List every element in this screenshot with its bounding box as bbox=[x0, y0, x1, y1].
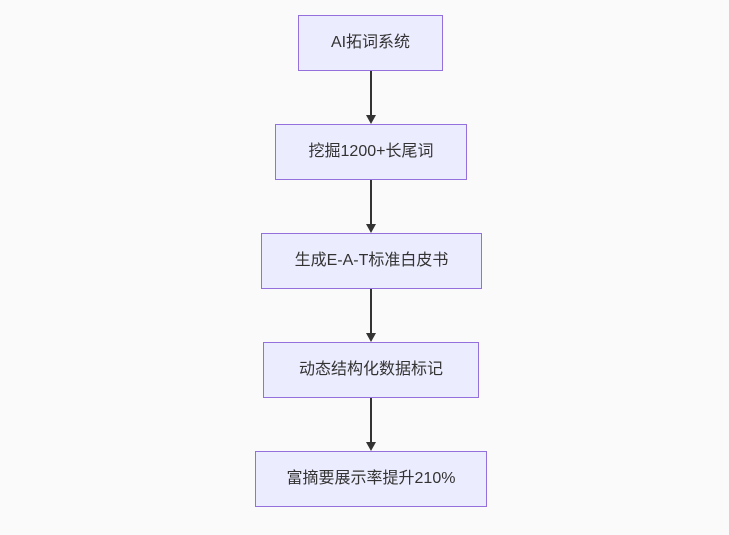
flow-node-label: 富摘要展示率提升210% bbox=[286, 470, 456, 487]
arrow-line bbox=[370, 398, 372, 444]
arrow-line bbox=[370, 289, 372, 335]
arrow-line bbox=[370, 71, 372, 117]
flow-node-longtail-mining: 挖掘1200+长尾词 bbox=[275, 124, 467, 180]
flow-node-label: 生成E-A-T标准白皮书 bbox=[294, 252, 449, 269]
flow-arrow bbox=[365, 289, 377, 342]
arrowhead-icon bbox=[366, 224, 376, 233]
flow-node-label: 动态结构化数据标记 bbox=[298, 361, 443, 378]
flow-node-label: AI拓词系统 bbox=[330, 34, 411, 51]
arrowhead-icon bbox=[366, 333, 376, 342]
arrowhead-icon bbox=[366, 442, 376, 451]
flow-node-label: 挖掘1200+长尾词 bbox=[308, 143, 434, 160]
flow-node-eat-whitepaper: 生成E-A-T标准白皮书 bbox=[261, 233, 482, 289]
arrow-line bbox=[370, 180, 372, 226]
flow-node-structured-data-markup: 动态结构化数据标记 bbox=[263, 342, 479, 398]
flow-node-rich-snippet-result: 富摘要展示率提升210% bbox=[255, 451, 487, 507]
flow-arrow bbox=[365, 180, 377, 233]
flow-arrow bbox=[365, 71, 377, 124]
flow-node-ai-keyword-system: AI拓词系统 bbox=[298, 15, 443, 71]
arrowhead-icon bbox=[366, 115, 376, 124]
flow-arrow bbox=[365, 398, 377, 451]
